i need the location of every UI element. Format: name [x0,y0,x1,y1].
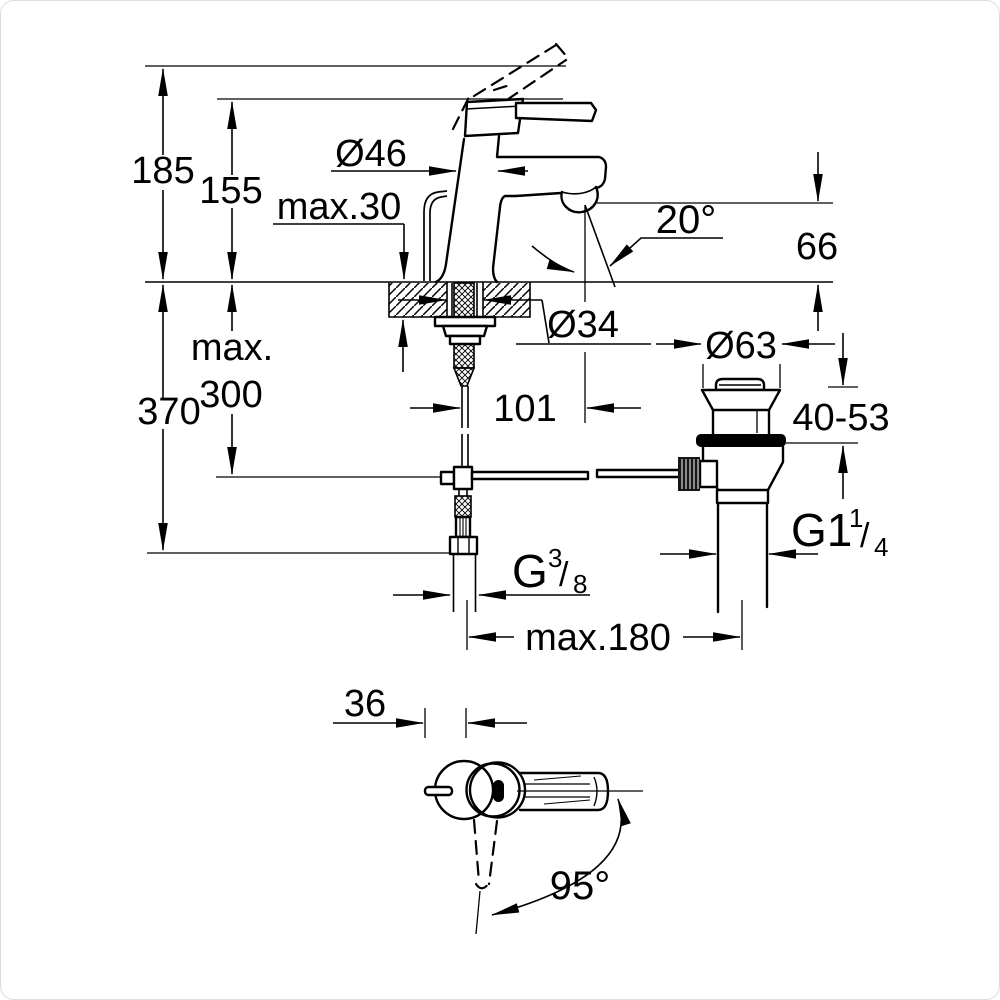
counter-section [388,282,531,318]
dim-max-depth-value: 300 [199,374,262,416]
waste-gasket [696,434,786,447]
waste-flange [700,388,782,412]
waste-thread-base: G1 [791,504,852,556]
lever-raised-dashed-bottom [487,58,568,114]
dimension-labels: 185 155 Ø46 max.30 20° 66 Ø34 Ø63 max. 3… [131,133,889,908]
swivel-angle-arc [491,798,631,916]
waste-coupling [715,488,770,505]
top-view-lever-slot [493,780,504,802]
lever-raised-dashed-tip [554,42,570,60]
dim-total-height: 185 [131,150,194,192]
dim-handle-offset: 36 [344,683,386,725]
pop-up-rod-right [595,468,682,479]
rod-clamp-boss [698,459,719,489]
mounting-nut [441,324,489,338]
dim-spout-outlet-height: 66 [796,226,838,268]
pop-up-rod-left [470,470,590,481]
supply-thread-slash: / [559,556,569,594]
lever-rotated-dashed-left [472,818,481,884]
rod-joint [452,465,474,491]
top-view-cap-outer-circle [468,761,527,819]
dim-waste-flange-diameter: Ø63 [705,325,777,367]
lever-rotated-dashed-tip [474,881,491,890]
faucet-top-view [423,759,610,890]
supply-thread-base: G [512,545,548,597]
aerator [560,185,599,214]
lever-rotated-dashed-right [487,819,499,886]
lever-raised-dashed-tick [492,82,515,92]
dim-spout-reach: 101 [493,388,556,430]
body-left-edge [434,137,466,284]
faucet-side-view [423,42,608,284]
top-view-pull-rod-pin [423,785,454,797]
lever-handle [514,101,598,123]
supply-hose-lower [452,554,477,612]
mounting-nut-lower [448,334,482,346]
stream-angled-line [584,204,616,288]
top-view-lever-bar [518,771,610,812]
dim-hole-diameter: Ø34 [547,304,619,346]
rod-joint-left [439,470,456,486]
thread-labels: G1 1 / 4 G 3 / 8 [512,503,888,599]
mounting-washer [433,315,497,328]
dim-max-depth-word: max. [191,327,273,369]
spout-angle-leader [609,237,723,267]
dim-handle-swivel-angle: 95° [550,864,611,908]
dim-overall-under-height: 370 [137,391,200,433]
dim-body-diameter: Ø46 [335,133,407,175]
supply-hose-upper [461,386,469,468]
hose-thread-section [454,495,472,518]
dim-lever-height: 155 [199,170,262,212]
waste-thread-sub: 4 [874,532,888,562]
supply-thread-sup: 3 [548,543,562,573]
spout-angle-arc [531,245,575,273]
cartridge-cap [463,97,525,138]
label-backgrounds [124,155,782,427]
dim-max-deck-thickness: max.30 [277,186,402,228]
counter-hatch-right [483,283,530,317]
ext-line-handle-rotated [475,890,481,935]
dimension-lines [158,68,848,916]
lever-raised-dashed-top [472,43,558,98]
dim-max-rod-reach: max.180 [525,617,671,659]
reference-lines [145,65,858,935]
counter-hatch-left [389,283,447,317]
pop-up-waste-valve [678,377,786,614]
waste-thread-slash: / [860,517,870,555]
spout-outline [495,134,608,190]
pop-up-pull-rod [423,190,448,281]
rod-clamp-knurled-knob [678,457,700,491]
hose-hex-nut [448,535,479,556]
supply-thread-sub: 8 [573,569,587,599]
mounting-hardware [433,282,682,612]
dim-spout-angle: 20° [656,198,717,242]
waste-tailpipe [716,501,769,614]
waste-thread-sup: 1 [849,503,863,533]
shank-taper [452,367,476,387]
body-right-edge [491,194,518,284]
dim-basin-clamp-range: 40-53 [792,397,889,439]
